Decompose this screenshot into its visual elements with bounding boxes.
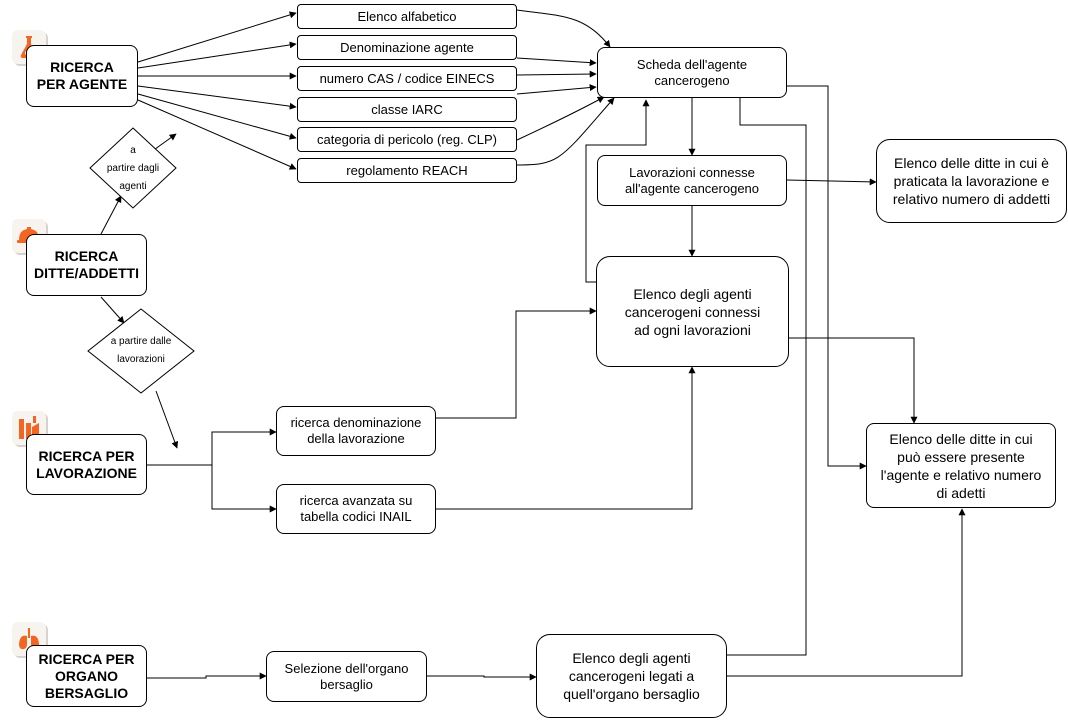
arrow-split-denominazione xyxy=(211,428,277,465)
arrow-lavorazioni-down xyxy=(155,390,179,449)
elenco-agenti-lavorazioni-node[interactable]: Elenco degli agenti cancerogeni connessi… xyxy=(596,256,789,367)
decision-agenti-diamond xyxy=(89,127,177,209)
lavorazioni-connesse-label: Lavorazioni connesse all'agente cancerog… xyxy=(624,164,760,196)
decision-lavorazioni-label: a partire dalle lavorazioni xyxy=(96,332,186,370)
elenco-agenti-organo-node[interactable]: Elenco degli agenti cancerogeni legati a… xyxy=(536,634,727,718)
ricerca-lavorazione-box[interactable]: RICERCA PER LAVORAZIONE xyxy=(26,434,147,495)
line-scheda-right xyxy=(787,85,867,470)
arrow-clp-scheda xyxy=(516,96,605,141)
arrow-ditte-lavorazioni xyxy=(100,296,125,324)
criterio-label: categoria di pericolo (reg. CLP) xyxy=(317,131,497,147)
decision-agenti-label: a partire dagli agenti xyxy=(96,141,170,197)
ricerca-avanzata-label: ricerca avanzata su tabella codici INAIL xyxy=(299,493,413,524)
arrow-denominazione-scheda xyxy=(516,57,597,67)
arrow-split-avanzata xyxy=(211,465,277,513)
criterio-label: classe IARC xyxy=(371,101,443,117)
criterio-classe-iarc[interactable]: classe IARC xyxy=(297,97,517,122)
ricerca-organo-label: RICERCA PER ORGANO BERSAGLIO xyxy=(38,650,135,701)
criterio-label: numero CAS / codice EINECS xyxy=(319,70,495,86)
ricerca-organo-box[interactable]: RICERCA PER ORGANO BERSAGLIO xyxy=(26,645,147,707)
criterio-categoria-pericolo[interactable]: categoria di pericolo (reg. CLP) xyxy=(297,127,517,152)
scheda-agente-node[interactable]: Scheda dell'agente cancerogeno xyxy=(597,47,787,98)
arrow-lavorazioni-ditte xyxy=(786,178,877,186)
criterio-denominazione-agente[interactable]: Denominazione agente xyxy=(297,35,517,60)
ditte-praticata-label: Elenco delle ditte in cui è praticata la… xyxy=(892,155,1051,207)
arrow-elenco-ditte-presente xyxy=(789,337,918,424)
arrow-agente-denominazione xyxy=(137,41,297,69)
ricerca-denominazione-label: ricerca denominazione della lavorazione xyxy=(290,415,422,446)
selezione-organo-node[interactable]: Selezione dell'organo bersaglio xyxy=(266,651,427,702)
ditte-presente-label: Elenco delle ditte in cui può essere pre… xyxy=(880,430,1042,501)
arrow-ditte-agenti xyxy=(100,195,122,235)
elenco-agenti-lavorazioni-label: Elenco degli agenti cancerogeni connessi… xyxy=(624,285,761,338)
criterio-regolamento-reach[interactable]: regolamento REACH xyxy=(297,158,517,183)
arrow-avanzata-elenco xyxy=(436,366,696,510)
arrow-selezione-elenco xyxy=(427,673,537,681)
lavorazioni-connesse-node[interactable]: Lavorazioni connesse all'agente cancerog… xyxy=(597,155,787,206)
ricerca-agente-label: RICERCA PER AGENTE xyxy=(36,59,128,92)
selezione-organo-label: Selezione dell'organo bersaglio xyxy=(284,660,409,692)
arrow-agente-reach xyxy=(137,99,297,170)
decision-agenti-text: a partire dagli agenti xyxy=(106,145,160,192)
criterio-label: Elenco alfabetico xyxy=(357,8,457,24)
ditte-praticata-node[interactable]: Elenco delle ditte in cui è praticata la… xyxy=(876,139,1067,223)
arrow-organo-selezione xyxy=(147,672,267,680)
elenco-agenti-organo-label: Elenco degli agenti cancerogeni legati a… xyxy=(563,650,700,702)
arrow-cas-scheda xyxy=(516,70,597,78)
scheda-agente-label: Scheda dell'agente cancerogeno xyxy=(636,56,748,88)
line-scheda-bottom xyxy=(727,98,807,656)
ricerca-denominazione-node[interactable]: ricerca denominazione della lavorazione xyxy=(276,406,436,456)
decision-lavorazioni-diamond xyxy=(87,308,195,394)
criterio-cas-einecs[interactable]: numero CAS / codice EINECS xyxy=(297,66,517,91)
arrow-elenco-scheda xyxy=(516,9,611,48)
arrow-reach-scheda xyxy=(516,97,615,166)
ricerca-avanzata-node[interactable]: ricerca avanzata su tabella codici INAIL xyxy=(276,484,436,534)
ricerca-lavorazione-label: RICERCA PER LAVORAZIONE xyxy=(36,447,137,481)
arrow-agente-elenco xyxy=(137,11,297,63)
arrow-agente-clp xyxy=(137,93,297,140)
arrow-elenco-scheda-loop xyxy=(585,99,650,283)
ricerca-ditte-box[interactable]: RICERCA DITTE/ADDETTI xyxy=(26,234,147,296)
ricerca-ditte-label: RICERCA DITTE/ADDETTI xyxy=(34,248,139,281)
arrow-denominazione-elenco xyxy=(436,307,597,419)
criterio-label: Denominazione agente xyxy=(340,39,474,55)
arrow-iarc-scheda xyxy=(516,84,597,95)
decision-lavorazioni-text: a partire dalle lavorazioni xyxy=(110,336,172,365)
ditte-presente-node[interactable]: Elenco delle ditte in cui può essere pre… xyxy=(866,423,1056,508)
arrow-agente-iarc xyxy=(137,85,297,110)
ricerca-agente-box[interactable]: RICERCA PER AGENTE xyxy=(26,45,138,107)
criterio-label: regolamento REACH xyxy=(346,162,468,178)
criterio-elenco-alfabetico[interactable]: Elenco alfabetico xyxy=(297,4,517,29)
arrow-organo-elenco-ditte xyxy=(727,508,966,677)
